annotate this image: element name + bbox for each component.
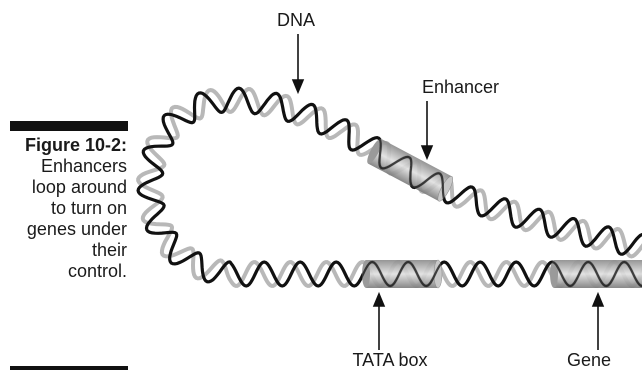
- enhancer-pointer-arrow: [422, 101, 432, 158]
- dna-label: DNA: [277, 10, 315, 30]
- dna-double-helix: [138, 88, 642, 286]
- dna-pointer-arrow: [293, 34, 303, 92]
- dna-strand: [138, 88, 642, 286]
- enhancer-label: Enhancer: [422, 77, 499, 97]
- dna-strand: [138, 88, 642, 286]
- gene-pointer-arrow: [593, 294, 603, 350]
- tata-box-label: TATA box: [352, 350, 427, 370]
- dna-strand: [138, 89, 642, 286]
- dna-helix-overlay: [138, 88, 642, 286]
- gene-label: Gene: [567, 350, 611, 370]
- tata-box-pointer-arrow: [374, 294, 384, 350]
